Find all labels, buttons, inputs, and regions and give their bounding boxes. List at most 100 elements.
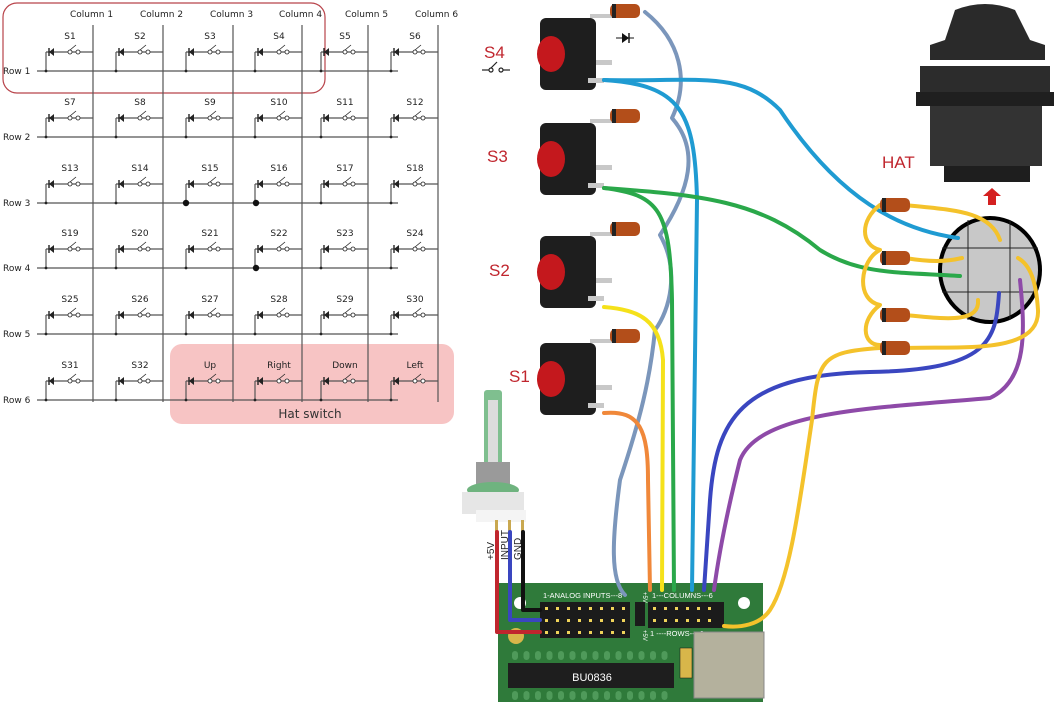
wire-s4-cyan-hat <box>602 77 960 240</box>
matrix-switch <box>114 176 163 205</box>
switch-label: S5 <box>339 32 350 42</box>
switch-label: S19 <box>61 229 78 239</box>
header-pin <box>556 619 559 622</box>
chip-pad <box>592 651 599 660</box>
wire-hat-purple <box>712 278 1025 592</box>
header-pin <box>567 607 570 610</box>
header-pin <box>556 631 559 634</box>
matrix-switch <box>319 241 368 270</box>
push-button <box>537 329 640 415</box>
diode-icon <box>324 180 329 188</box>
matrix-switch <box>319 176 368 205</box>
diode-icon <box>49 48 54 56</box>
header-pin <box>556 607 559 610</box>
matrix-switch <box>44 373 93 402</box>
header-pin <box>600 607 603 610</box>
bu0836-board: 1-ANALOG INPUTS---8 1---COLUMNS---6 1 --… <box>498 583 765 702</box>
header-pin <box>611 631 614 634</box>
row-label: Row 3 <box>3 199 30 209</box>
hat-diode <box>880 251 910 265</box>
switch-label: Right <box>267 361 291 371</box>
diode-icon <box>324 114 329 122</box>
matrix-switch <box>114 241 163 270</box>
diode-icon <box>189 114 194 122</box>
hat-diode <box>880 308 910 322</box>
switch-label: S27 <box>201 295 218 305</box>
header-pin <box>600 619 603 622</box>
mount-hole <box>738 597 750 609</box>
diode-icon <box>394 180 399 188</box>
chip-pad <box>650 651 656 660</box>
header-pin <box>675 607 678 610</box>
diode-icon <box>49 180 54 188</box>
wire-hat-gold-d2 <box>903 256 964 263</box>
matrix-switch <box>44 241 93 270</box>
matrix-switch <box>389 241 438 270</box>
matrix-switch <box>184 373 233 402</box>
switch-label: S3 <box>204 32 215 42</box>
switch-label: S15 <box>201 164 218 174</box>
chip-pad <box>638 691 645 700</box>
switch-label: S11 <box>336 98 353 108</box>
push-button <box>537 109 640 195</box>
header-pin <box>653 607 656 610</box>
chip-pad <box>581 691 587 700</box>
matrix-switch <box>319 44 368 73</box>
pot-label-gnd: GND <box>513 538 524 560</box>
matrix-switch <box>319 307 368 336</box>
diode-icon <box>394 311 399 319</box>
header-pin <box>545 607 548 610</box>
matrix-switch <box>389 307 438 336</box>
header-pin <box>686 619 689 622</box>
diode-icon <box>324 245 329 253</box>
chip-label: BU0836 <box>572 672 612 684</box>
chip-pad <box>615 651 622 660</box>
matrix-switch <box>184 44 233 73</box>
row-label: Row 4 <box>3 264 31 274</box>
hat-switch-label: Hat switch <box>278 407 341 421</box>
header-pin <box>622 607 625 610</box>
row-label: Row 5 <box>3 330 30 340</box>
hat-connector <box>938 216 1042 324</box>
switch-label: S29 <box>336 295 353 305</box>
analog-header-label: 1-ANALOG INPUTS---8 <box>543 591 622 600</box>
button-label-s1: S1 <box>509 367 530 386</box>
diode-component <box>610 329 640 343</box>
column-label: Column 1 <box>70 10 113 20</box>
diode-icon <box>324 48 329 56</box>
diode-icon <box>394 114 399 122</box>
switch-label: S23 <box>336 229 353 239</box>
chip-pad <box>546 691 553 700</box>
diode-icon <box>119 180 124 188</box>
header-pin <box>611 619 614 622</box>
junction-dot <box>252 264 260 272</box>
columns-rows-header <box>648 602 724 628</box>
diode-icon <box>119 311 124 319</box>
header-pin <box>589 619 592 622</box>
header-pin <box>697 607 700 610</box>
diode-icon <box>258 245 263 253</box>
chip <box>508 663 674 688</box>
header-pin <box>697 619 700 622</box>
header-pin <box>611 607 614 610</box>
switch-label: S1 <box>64 32 75 42</box>
wire-s3-green-board <box>602 186 676 592</box>
usb-connector <box>693 631 765 699</box>
wire-s1-orange <box>602 410 652 592</box>
diode-icon <box>119 245 124 253</box>
diode-icon <box>258 180 263 188</box>
wire-hat-gold-loop <box>861 203 882 347</box>
switch-label: S4 <box>273 32 285 42</box>
chip-pad <box>523 691 530 700</box>
chip-pad <box>615 691 622 700</box>
chip-pad <box>512 691 518 700</box>
chip-pad <box>558 651 564 660</box>
wire-hat-gold-d1 <box>903 203 1002 242</box>
chip-pad <box>650 691 656 700</box>
hat-label: HAT <box>882 153 915 172</box>
header-pin <box>708 619 711 622</box>
potentiometer <box>462 390 526 534</box>
switch-label: S17 <box>336 164 353 174</box>
